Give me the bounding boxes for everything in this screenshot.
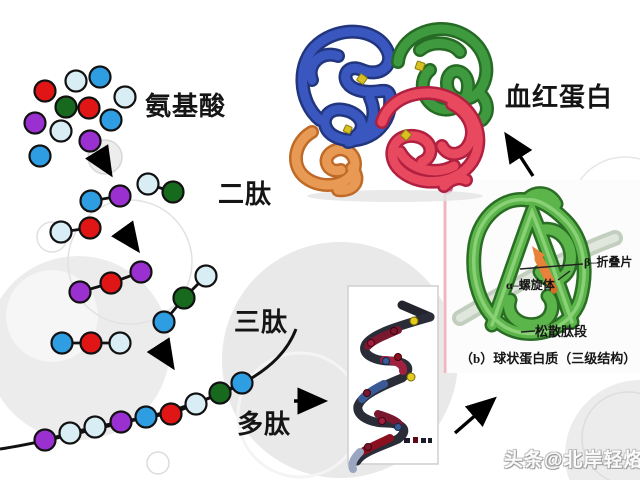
tertiary-leader-lines xyxy=(519,263,584,333)
amino-acid-dot-purple xyxy=(109,410,133,434)
amino-acid-dot-blue xyxy=(99,108,123,132)
label-hemoglobin: 血红蛋白 xyxy=(505,83,614,112)
label-alpha-helix: α–螺旋体 xyxy=(506,278,555,292)
label-dipeptide: 二肽 xyxy=(218,180,273,209)
amino-acid-dot-red xyxy=(99,271,123,295)
hemoglobin-subunit-orange xyxy=(289,125,364,198)
hemoglobin-subunit-green xyxy=(391,21,494,127)
amino-acid-dot-purple xyxy=(78,129,102,153)
amino-acid-dot-pale xyxy=(108,331,132,355)
label-beta-sheet: β–折叠片 xyxy=(584,255,633,269)
amino-acid-dot-pale xyxy=(194,264,218,288)
amino-acid-dot-blue xyxy=(28,144,52,168)
loose-peptide-leader xyxy=(520,330,536,333)
amino-acid-dot-blue xyxy=(230,371,254,395)
amino-acid-dot-red xyxy=(79,331,103,355)
amino-acid-dot-pale xyxy=(64,69,88,93)
amino-acid-dot-blue xyxy=(50,331,74,355)
hemoglobin-subunit-red xyxy=(375,85,486,193)
amino-acid-dot-red xyxy=(78,216,102,240)
amino-acid-dot-purple xyxy=(23,111,47,135)
amino-acid-dot-purple xyxy=(68,280,92,304)
amino-acid-dot-green xyxy=(208,381,232,405)
amino-acid-dot-pale xyxy=(184,392,208,416)
tertiary-green-ribbon xyxy=(466,186,592,341)
amino-acid-dot-pale xyxy=(49,220,73,244)
label-tripeptide: 三肽 xyxy=(234,308,289,337)
hemoglobin-illustration xyxy=(289,21,494,202)
alpha-helix-box xyxy=(347,285,439,473)
bubble-tiny-bottom xyxy=(146,451,170,475)
amino-acid-dot-green xyxy=(54,95,78,119)
bubble-bottom-right xyxy=(565,380,640,480)
arrow-dipeptide-to-tripeptide xyxy=(111,220,140,254)
amino-acid-dot-pale xyxy=(49,119,73,143)
label-polypeptide: 多肽 xyxy=(237,410,292,439)
amino-acid-dot-pale xyxy=(83,415,107,439)
flow-arrows xyxy=(85,131,535,435)
tertiary-gray-ribbon-highlight xyxy=(456,234,619,322)
arrow-tertiary-to-hemoglobin xyxy=(504,131,535,177)
molecule-dots-layer xyxy=(23,65,254,452)
amino-acid-dot-blue xyxy=(152,310,176,334)
amino-acid-dot-red xyxy=(77,96,101,120)
helix-box-tiny-marks xyxy=(404,437,432,443)
label-loose-peptide: 松散肽段 xyxy=(535,324,588,339)
heme-groups xyxy=(342,60,426,141)
amino-acid-dot-red xyxy=(33,79,57,103)
beta-sheet-arrow xyxy=(532,246,558,294)
tertiary-structure-illustration xyxy=(452,186,623,341)
alpha-helix-leader xyxy=(557,270,571,281)
amino-acid-dot-purple xyxy=(33,428,57,452)
label-tertiary-caption: （b）球状蛋白质（三级结构） xyxy=(460,351,637,366)
amino-acid-dot-green xyxy=(172,286,196,310)
helix-molecular-clusters xyxy=(363,316,419,451)
bubble-outline-bottom-right xyxy=(581,391,640,480)
watermark-toutiao: 头条@北岸轻烙 xyxy=(504,450,640,471)
hemoglobin-subunit-blue xyxy=(295,24,398,149)
label-amino-acid: 氨基酸 xyxy=(145,92,227,121)
amino-acid-dot-blue xyxy=(134,405,158,429)
amino-acid-dot-pale xyxy=(113,85,137,109)
amino-acid-dot-red xyxy=(159,402,183,426)
beta-sheet-leader xyxy=(519,263,584,270)
amino-acid-dot-pale xyxy=(136,172,160,196)
amino-acid-dot-blue xyxy=(88,65,112,89)
arrow-tripeptide-to-polypeptide xyxy=(146,337,175,371)
amino-acid-dot-purple xyxy=(129,260,153,284)
amino-acid-dot-purple xyxy=(108,184,132,208)
amino-acid-dot-blue xyxy=(79,189,103,213)
amino-acid-dot-green xyxy=(161,180,185,204)
arrow-aminoacid-to-dipeptide xyxy=(85,144,113,178)
amino-acid-dot-pale xyxy=(58,421,82,445)
arrow-helix-to-tertiary xyxy=(453,396,497,435)
